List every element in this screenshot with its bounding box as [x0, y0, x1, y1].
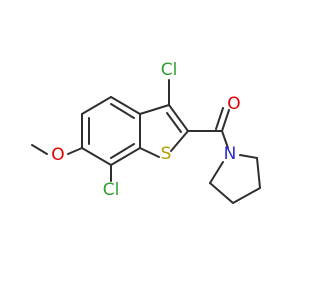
bond-c5-o-methoxy: [67, 147, 83, 155]
bond-layer: [31, 79, 261, 204]
atom-label-layer: Cl Cl S O N O: [51, 60, 240, 200]
bond-n-c-left: [209, 161, 224, 184]
bond-c1-c2: [110, 96, 141, 115]
bond-c-right-n: [239, 154, 258, 159]
chemical-structure-diagram: Cl Cl S O N O: [31, 60, 261, 204]
carbonyl-oxygen-label: O: [227, 94, 240, 114]
nitrogen-label: N: [224, 144, 237, 164]
chlorine-label-top: Cl: [161, 60, 178, 80]
aromatic-inner-line-1: [110, 103, 135, 119]
bond-s-c7a: [139, 147, 160, 158]
methoxy-oxygen-label: O: [51, 145, 64, 165]
bond-o-methoxy-ch3: [31, 144, 48, 155]
bond-c-left-c-bottomleft: [209, 182, 234, 204]
bond-c3a-c2thiophene: [168, 104, 189, 132]
bond-c3-c4: [110, 147, 141, 166]
bond-carbonyl-o-b: [215, 107, 224, 130]
bond-carbonyl-o-a: [221, 109, 230, 132]
bond-c2-c3a: [139, 104, 170, 115]
bond-c-bottomright-c-right: [256, 157, 261, 189]
thiophene-double-bond-inner: [166, 112, 182, 133]
bond-c2thiophene-s: [170, 130, 189, 152]
sulfur-label: S: [161, 144, 172, 164]
bond-c-bottomleft-c-bottomright: [232, 187, 261, 204]
bond-c4-c5: [81, 147, 112, 166]
bond-c6-c1: [81, 96, 112, 115]
molecule-structure-canvas: Cl Cl S O N O: [31, 60, 261, 204]
aromatic-inner-line-2: [110, 143, 135, 159]
bond-carbonyl-n: [221, 130, 229, 149]
chlorine-label-bottom: Cl: [103, 180, 120, 200]
